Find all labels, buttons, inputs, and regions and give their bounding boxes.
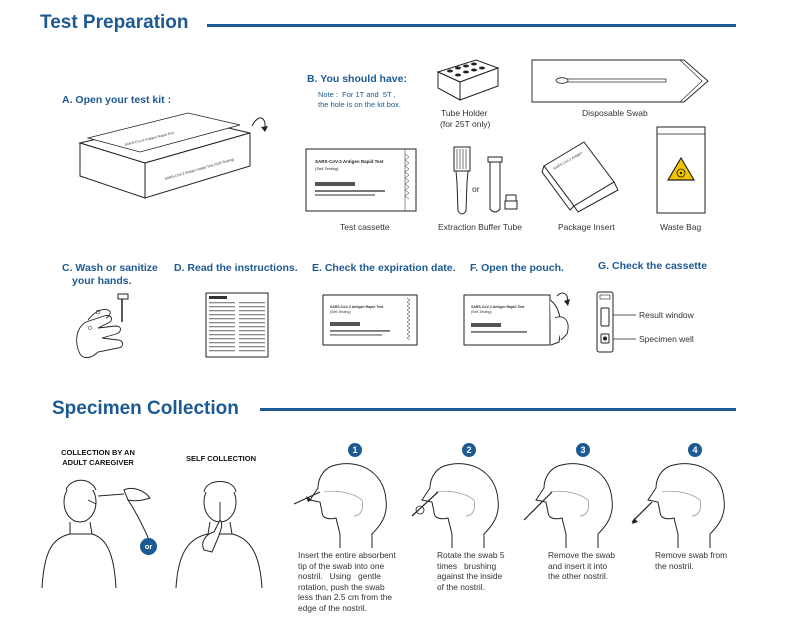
step-b-label: B. You should have:	[307, 73, 407, 85]
step-number-1: 1	[348, 443, 362, 457]
step3-line: the other nostril.	[548, 571, 609, 581]
package-insert-label: Package Insert	[558, 222, 615, 232]
extraction-buffer-tube-label: Extraction Buffer Tube	[438, 222, 522, 232]
step3-head-illustration	[523, 463, 613, 548]
step1-text: Insert the entire absorbent tip of the s…	[298, 550, 404, 613]
step4-text: Remove swab from the nostril.	[655, 550, 739, 571]
step3-line: and insert it into	[548, 560, 608, 571]
step-number-3: 3	[576, 443, 590, 457]
step-f-label: F. Open the pouch.	[470, 262, 564, 274]
svg-text:(Self-Testing): (Self-Testing)	[330, 310, 351, 314]
tube-holder-illustration	[436, 59, 500, 101]
step2-line: times brushing	[437, 560, 497, 571]
extraction-buffer-tube-illustration	[453, 146, 518, 215]
waste-bag-illustration	[656, 126, 706, 214]
svg-text:SARS-CoV-2 Antigen Rapid Test: SARS-CoV-2 Antigen Rapid Test	[330, 305, 384, 309]
collection-divider	[260, 408, 736, 411]
step2-line: of the nostril.	[437, 581, 485, 592]
step-c-label-line1: C. Wash or sanitize	[62, 262, 158, 274]
step3-text: Remove the swab and insert it into the o…	[548, 550, 628, 582]
step2-text: Rotate the swab 5 times brushing against…	[437, 550, 515, 592]
step2-line: against the inside	[437, 571, 503, 581]
tube-holder-sublabel: (for 25T only)	[440, 119, 491, 129]
step3-line: Remove the swab	[548, 550, 616, 560]
step1-line: nostril. Using gentle	[298, 571, 381, 581]
disposable-swab-label: Disposable Swab	[582, 108, 648, 118]
step-b-note-line1: Note : For 1T and 5T ,	[318, 90, 396, 99]
step1-line: edge of the nostril.	[298, 602, 367, 613]
self-collection-illustration	[175, 481, 263, 589]
rotate-icon	[415, 505, 425, 515]
disposable-swab-illustration	[531, 59, 709, 103]
step1-line: rotation, push the swab	[298, 581, 385, 592]
caregiver-label-line1: COLLECTION BY AN	[61, 448, 135, 457]
self-collection-label: SELF COLLECTION	[186, 454, 256, 463]
kit-box-illustration: SARS-CoV-2 Antigen Rapid Test SARS-CoV-2…	[78, 112, 268, 199]
waste-bag-label: Waste Bag	[660, 222, 702, 232]
step-b-note-line2: the hole is on the kit box.	[318, 100, 401, 109]
caregiver-label-line2: ADULT CAREGIVER	[62, 458, 134, 467]
tube-holder-label: Tube Holder	[441, 108, 488, 118]
wash-hands-illustration	[76, 293, 129, 359]
caregiver-illustration	[41, 479, 151, 589]
open-pouch-illustration: SARS-CoV-2 Antigen Rapid Test (Self-Test…	[463, 292, 570, 346]
title-divider	[207, 24, 736, 27]
step-a-label: A. Open your test kit :	[62, 94, 172, 106]
step1-line: Insert the entire absorbent	[298, 550, 396, 560]
step-g-label: G. Check the cassette	[598, 260, 708, 272]
pouch-product-name: SARS-CoV-2 Antigen Rapid Test	[315, 159, 384, 164]
step4-head-illustration	[631, 463, 725, 548]
test-preparation-title: Test Preparation	[40, 12, 189, 33]
remove-arrow-icon	[632, 518, 638, 524]
specimen-well-label: Specimen well	[639, 334, 694, 344]
step1-line: less than 2.5 cm from the	[298, 592, 393, 602]
svg-text:(Self-Testing): (Self-Testing)	[471, 310, 492, 314]
step1-head-illustration	[293, 463, 387, 548]
step-c-label-line2: your hands.	[72, 275, 132, 287]
pouch-product-sub: (Self-Testing)	[315, 166, 339, 171]
step-number-4: 4	[688, 443, 702, 457]
step2-line: Rotate the swab 5	[437, 550, 505, 560]
step-e-label: E. Check the expiration date.	[312, 262, 456, 274]
test-cassette-pouch-illustration: SARS-CoV-2 Antigen Rapid Test (Self-Test…	[305, 148, 417, 212]
step4-line: the nostril.	[655, 560, 694, 571]
test-cassette-label: Test cassette	[340, 222, 390, 232]
result-window-shape	[600, 307, 610, 327]
or-label-small: or	[472, 184, 480, 194]
cassette-diagram	[596, 291, 636, 353]
or-badge: or	[140, 538, 157, 555]
expiration-pouch-illustration: SARS-CoV-2 Antigen Rapid Test (Self-Test…	[322, 294, 418, 346]
result-window-label: Result window	[639, 310, 694, 320]
step2-head-illustration	[411, 463, 499, 548]
instructions-leaflet-illustration	[205, 292, 269, 358]
step4-line: Remove swab from	[655, 550, 728, 560]
package-insert-illustration: SARS-CoV-2 Antigen	[541, 141, 619, 213]
step-d-label: D. Read the instructions.	[174, 262, 298, 274]
step1-line: tip of the swab into one	[298, 560, 385, 571]
open-lid-arrow-icon	[251, 117, 266, 129]
specimen-collection-title: Specimen Collection	[52, 398, 239, 419]
step-number-2: 2	[462, 443, 476, 457]
svg-text:SARS-CoV-2 Antigen Rapid Test: SARS-CoV-2 Antigen Rapid Test	[471, 305, 525, 309]
